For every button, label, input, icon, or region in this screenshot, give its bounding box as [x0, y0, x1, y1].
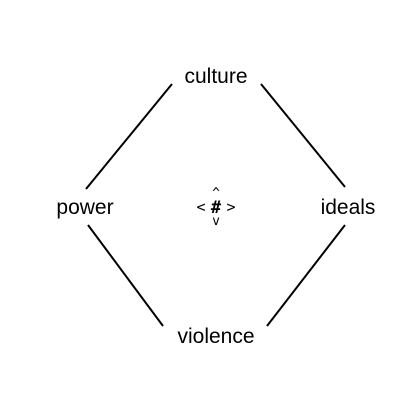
- node-culture: culture: [184, 65, 247, 88]
- node-power: power: [56, 196, 113, 219]
- center-right-arrow-glyph: >: [226, 198, 235, 216]
- center-down-arrow-glyph: v: [212, 214, 220, 229]
- node-violence: violence: [177, 325, 254, 348]
- edge-violence-power: [87, 224, 164, 327]
- center-hash-glyph: #: [211, 198, 222, 218]
- center-compass-icon: # < > ^ v: [196, 186, 235, 229]
- edge-power-culture: [85, 83, 173, 190]
- center-left-arrow-glyph: <: [196, 198, 205, 216]
- edge-ideals-violence: [266, 224, 346, 327]
- edge-culture-ideals: [260, 83, 346, 188]
- center-up-arrow-glyph: ^: [212, 186, 220, 201]
- node-ideals: ideals: [321, 196, 376, 219]
